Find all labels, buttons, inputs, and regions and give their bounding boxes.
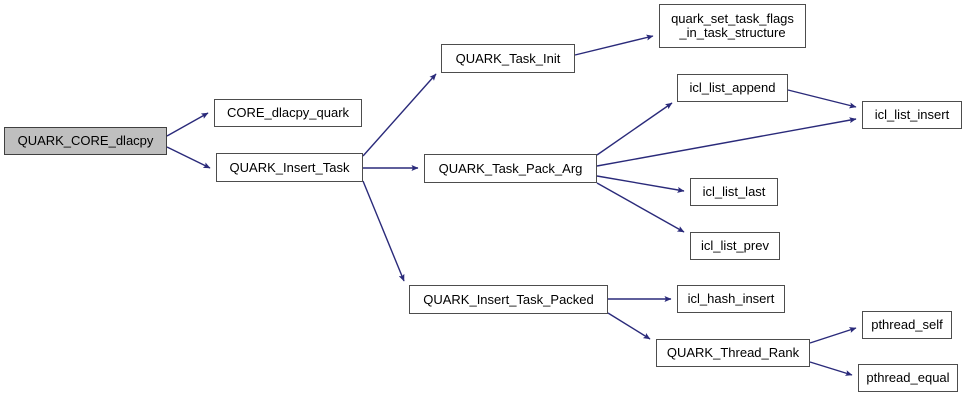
node-label: pthread_equal xyxy=(866,370,950,385)
call-edge-n6-n7 xyxy=(787,89,857,109)
call-graph-node-quark_set_task_flags_in_task_structure[interactable]: quark_set_task_flags _in_task_structure xyxy=(659,4,806,48)
node-label: pthread_self xyxy=(871,317,943,332)
call-graph-node-quark_insert_task_packed[interactable]: QUARK_Insert_Task_Packed xyxy=(409,285,608,314)
call-edge-n0-n2 xyxy=(166,146,211,169)
call-edge-n0-n1 xyxy=(166,112,209,137)
call-graph-node-quark_core_dlacpy[interactable]: QUARK_CORE_dlacpy xyxy=(4,127,167,155)
call-edge-n5-n7 xyxy=(596,117,857,167)
call-edge-n2-n3 xyxy=(362,73,437,157)
call-edge-n5-n9 xyxy=(596,182,685,233)
node-label: icl_list_insert xyxy=(874,107,950,122)
call-graph-node-quark_task_init[interactable]: QUARK_Task_Init xyxy=(441,44,575,73)
call-graph-node-quark_task_pack_arg[interactable]: QUARK_Task_Pack_Arg xyxy=(424,154,597,183)
call-edge-n12-n13 xyxy=(809,327,857,344)
node-label: icl_list_prev xyxy=(701,238,769,253)
call-graph-node-icl_list_last[interactable]: icl_list_last xyxy=(690,178,778,206)
call-graph-node-quark_thread_rank[interactable]: QUARK_Thread_Rank xyxy=(656,339,810,367)
node-label: QUARK_Insert_Task_Packed xyxy=(423,291,594,307)
call-graph-node-icl_hash_insert[interactable]: icl_hash_insert xyxy=(677,285,785,313)
call-edge-n5-n8 xyxy=(596,175,685,193)
call-edge-n3-n4 xyxy=(574,34,654,56)
node-label: QUARK_CORE_dlacpy xyxy=(17,133,154,148)
call-graph-node-core_dlacpy_quark[interactable]: CORE_dlacpy_quark xyxy=(214,99,362,127)
call-edge-n2-n10 xyxy=(362,180,405,282)
call-edge-n5-n6 xyxy=(596,102,673,156)
call-edge-n12-n14 xyxy=(809,361,853,376)
node-label: quark_set_task_flags _in_task_structure xyxy=(671,11,794,40)
node-label: icl_hash_insert xyxy=(687,291,775,306)
node-label: CORE_dlacpy_quark xyxy=(226,105,350,120)
node-label: QUARK_Insert_Task xyxy=(229,159,350,175)
node-label: QUARK_Thread_Rank xyxy=(666,345,800,360)
node-label: icl_list_last xyxy=(702,184,766,199)
call-graph-node-pthread_equal[interactable]: pthread_equal xyxy=(858,364,958,392)
call-edge-n10-n12 xyxy=(607,312,651,340)
node-label: icl_list_append xyxy=(689,80,776,95)
call-graph-node-quark_insert_task[interactable]: QUARK_Insert_Task xyxy=(216,153,363,182)
call-graph-node-icl_list_prev[interactable]: icl_list_prev xyxy=(690,232,780,260)
call-graph-node-icl_list_append[interactable]: icl_list_append xyxy=(677,74,788,102)
node-label: QUARK_Task_Init xyxy=(455,50,561,66)
call-graph-node-icl_list_insert[interactable]: icl_list_insert xyxy=(862,101,962,129)
call-graph-node-pthread_self[interactable]: pthread_self xyxy=(862,311,952,339)
node-label: QUARK_Task_Pack_Arg xyxy=(438,160,583,176)
